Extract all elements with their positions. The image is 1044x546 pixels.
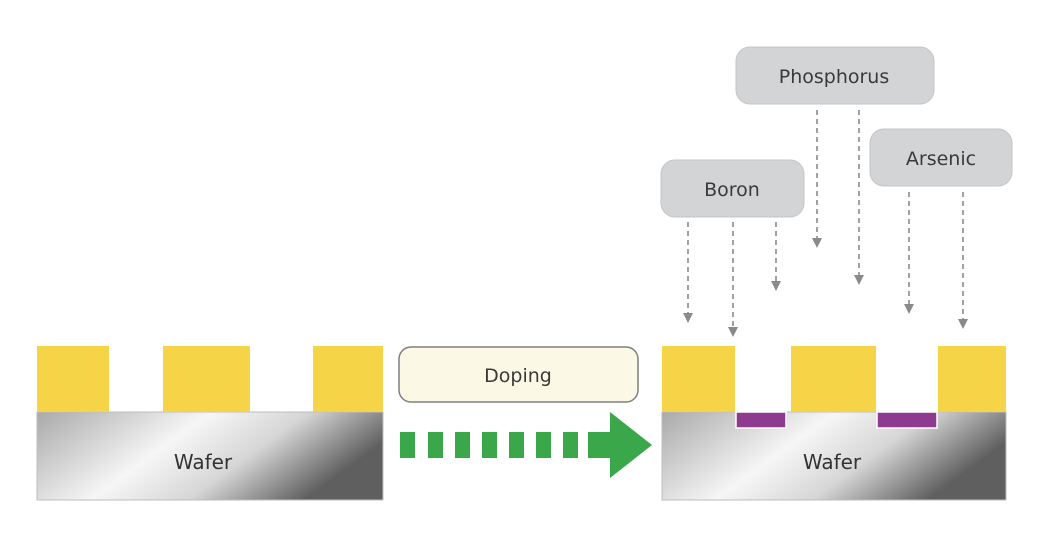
right-mask-block-3 xyxy=(938,346,1006,412)
left-wafer-label: Wafer xyxy=(174,450,233,474)
left-wafer-group: Wafer xyxy=(36,346,384,501)
doping-label: Doping xyxy=(484,365,552,387)
doping-arrow xyxy=(400,412,652,478)
right-wafer-label: Wafer xyxy=(803,450,862,474)
doped-region-2 xyxy=(876,411,938,429)
left-mask-block-3 xyxy=(313,346,383,412)
phosphorus-label: Phosphorus xyxy=(779,66,890,88)
dopant-boron-group: Boron xyxy=(660,159,805,337)
left-mask-block-1 xyxy=(37,346,109,412)
boron-label: Boron xyxy=(704,179,760,201)
arsenic-label: Arsenic xyxy=(906,148,976,170)
dopant-phosphorus-group: Phosphorus xyxy=(735,46,935,285)
dopant-arsenic-group: Arsenic xyxy=(869,128,1013,329)
left-wafer-substrate xyxy=(36,411,384,501)
right-mask-block-1 xyxy=(662,346,735,412)
doping-process-group: Doping xyxy=(398,346,652,478)
doping-label-box xyxy=(398,346,639,403)
phosphorus-box xyxy=(735,46,935,105)
boron-box xyxy=(660,159,805,218)
left-mask-block-2 xyxy=(163,346,250,412)
right-wafer-group: Wafer xyxy=(661,346,1007,501)
arsenic-box xyxy=(869,128,1013,187)
doped-region-1 xyxy=(735,411,787,429)
right-mask-block-2 xyxy=(791,346,876,412)
